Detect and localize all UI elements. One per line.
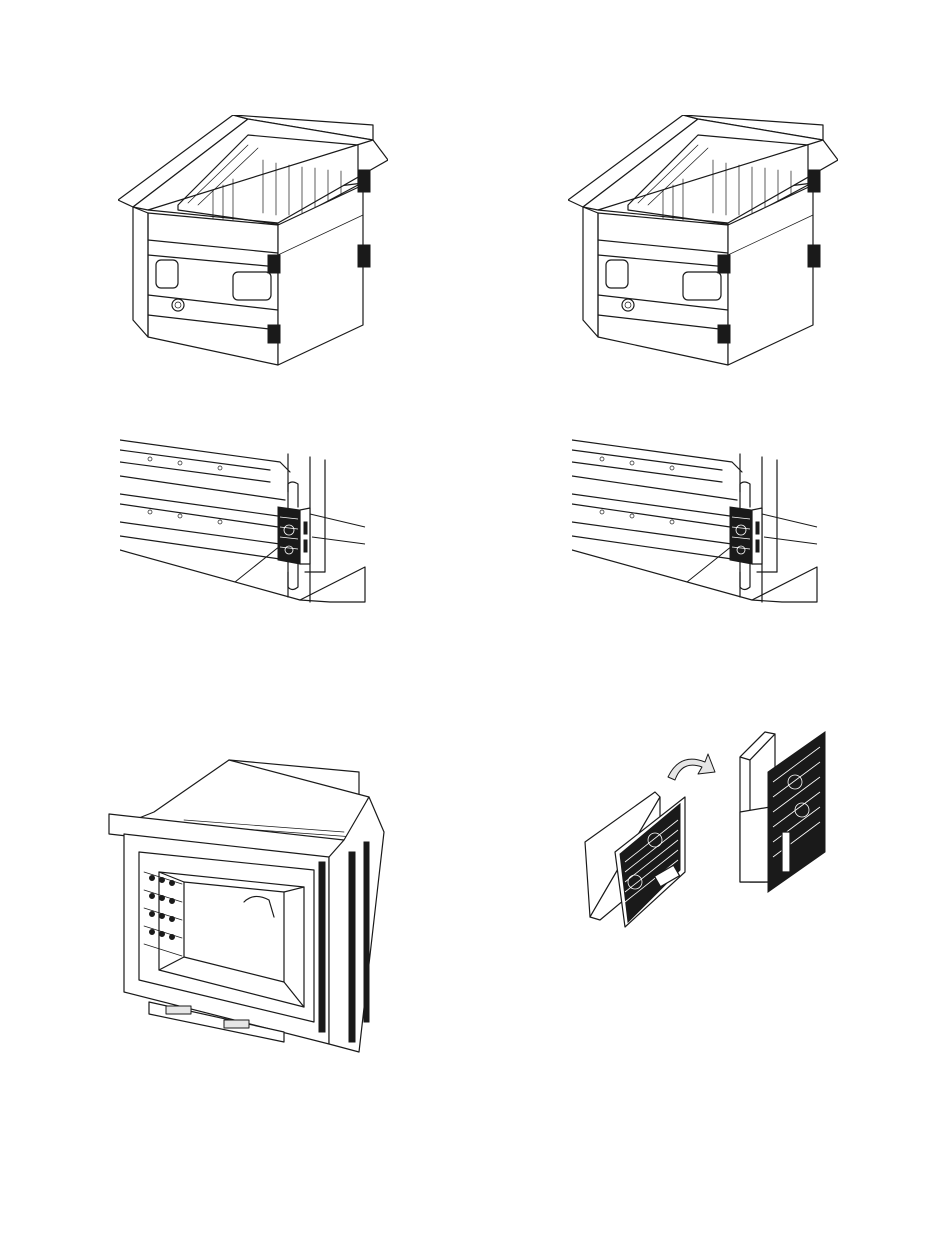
leader-line-upper (310, 514, 365, 527)
oven-figure (104, 752, 394, 1062)
blocks-figure (580, 722, 840, 932)
leader-line-middle (764, 537, 817, 544)
rotate-arrow-icon (668, 754, 715, 780)
leader-line-lower (687, 542, 737, 582)
leader-line-middle (312, 537, 365, 544)
detail-left-figure (120, 432, 385, 612)
drawer-left-figure (118, 115, 388, 375)
drawer-right-figure (568, 115, 838, 375)
detail-right-figure (572, 432, 837, 612)
leader-line-upper (762, 514, 817, 527)
leader-line-lower (235, 542, 285, 582)
